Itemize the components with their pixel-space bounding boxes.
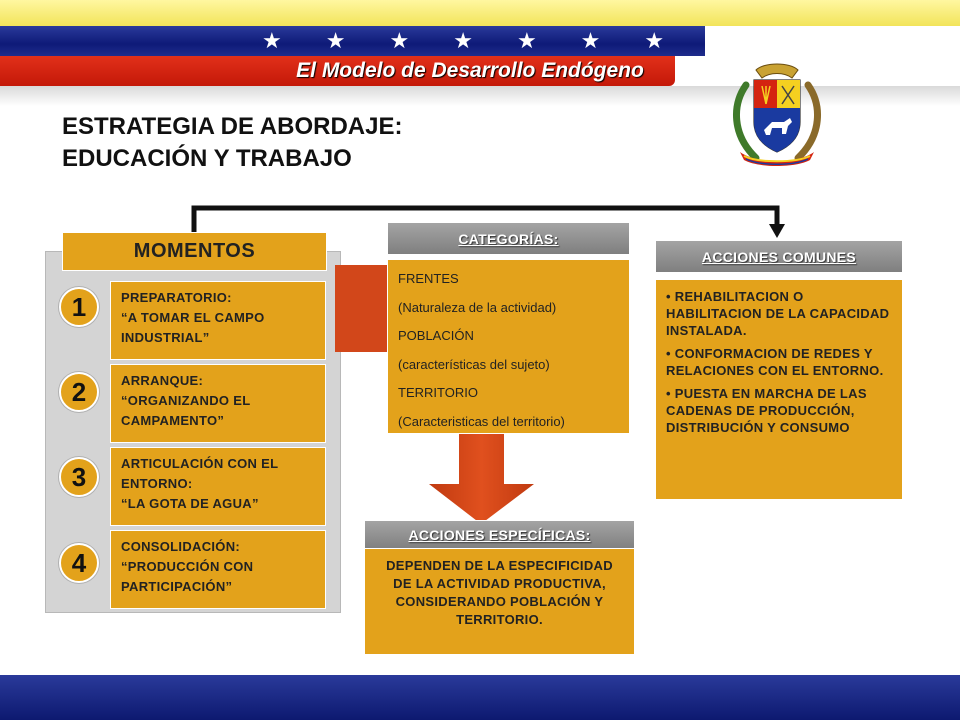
step-line: PARTICIPACIÓN” (121, 579, 233, 594)
step-box-2: ARRANQUE: “ORGANIZANDO EL CAMPAMENTO” (110, 364, 326, 443)
page-title: ESTRATEGIA DE ABORDAJE: EDUCACIÓN Y TRAB… (62, 111, 402, 175)
step-line: “A TOMAR EL CAMPO (121, 310, 265, 325)
categoria-item: (Caracteristicas del territorio) (398, 413, 565, 429)
star-icon: ★ (644, 28, 665, 53)
down-arrow-icon (429, 434, 534, 524)
star-icon: ★ (262, 28, 282, 53)
acciones-especificas-box: DEPENDEN DE LA ESPECIFICIDAD DE LA ACTIV… (364, 548, 635, 655)
categoria-item: FRENTES (398, 271, 459, 286)
categoria-item: (Naturaleza de la actividad) (398, 299, 557, 315)
step-line: ARRANQUE: (121, 373, 204, 388)
star-icon: ★ (580, 28, 601, 53)
accion-comun-item: • REHABILITACION O HABILITACION DE LA CA… (666, 289, 890, 338)
step-line: ARTICULACIÓN CON EL (121, 456, 279, 471)
categoria-item: POBLACIÓN (398, 328, 474, 343)
coat-of-arms-icon (733, 63, 821, 166)
categorias-header: CATEGORÍAS: (387, 222, 630, 255)
accion-comun-item: • PUESTA EN MARCHA DE LAS CADENAS DE PRO… (666, 386, 867, 435)
step-number-2: 2 (59, 372, 99, 412)
header-shadow (0, 86, 960, 106)
step-line: CAMPAMENTO” (121, 413, 225, 428)
header-red-band (0, 56, 675, 86)
step-line: CONSOLIDACIÓN: (121, 539, 241, 554)
categorias-box: FRENTES (Naturaleza de la actividad) POB… (387, 259, 630, 434)
step-number-3: 3 (59, 457, 99, 497)
star-icon: ★ (516, 28, 537, 53)
momentos-header: MOMENTOS (62, 232, 327, 271)
momentos-connector (335, 265, 392, 352)
step-box-1: PREPARATORIO: “A TOMAR EL CAMPO INDUSTRI… (110, 281, 326, 360)
step-box-3: ARTICULACIÓN CON EL ENTORNO: “LA GOTA DE… (110, 447, 326, 526)
header-title: El Modelo de Desarrollo Endógeno (296, 59, 644, 82)
step-line: ENTORNO: (121, 476, 193, 491)
step-box-4: CONSOLIDACIÓN: “PRODUCCIÓN CON PARTICIPA… (110, 530, 326, 609)
star-icon: ★ (389, 28, 410, 53)
acciones-especificas-header: ACCIONES ESPECÍFICAS: (364, 520, 635, 550)
page-title-line: ESTRATEGIA DE ABORDAJE: (62, 113, 403, 140)
star-icon: ★ (453, 28, 473, 53)
step-line: INDUSTRIAL” (121, 330, 210, 345)
header-yellow-band (0, 0, 960, 26)
acciones-comunes-box: • REHABILITACION O HABILITACION DE LA CA… (655, 279, 903, 500)
star-icon: ★ (325, 28, 346, 53)
page-title-line: EDUCACIÓN Y TRABAJO (62, 145, 352, 172)
step-line: PREPARATORIO: (121, 290, 232, 305)
step-line: “LA GOTA DE AGUA” (121, 496, 259, 511)
header-stars: ★ ★ ★ ★ ★ ★ ★ (262, 28, 664, 54)
categoria-item: TERRITORIO (398, 385, 478, 400)
step-number-4: 4 (59, 543, 99, 583)
step-line: “ORGANIZANDO EL (121, 393, 251, 408)
footer-band (0, 675, 960, 720)
acciones-comunes-header: ACCIONES COMUNES (655, 240, 903, 273)
step-line: “PRODUCCIÓN CON (121, 559, 254, 574)
accion-comun-item: • CONFORMACION DE REDES Y RELACIONES CON… (666, 346, 884, 378)
step-number-1: 1 (59, 287, 99, 327)
header-blue-band (0, 26, 705, 56)
categoria-item: (características del sujeto) (398, 356, 550, 372)
